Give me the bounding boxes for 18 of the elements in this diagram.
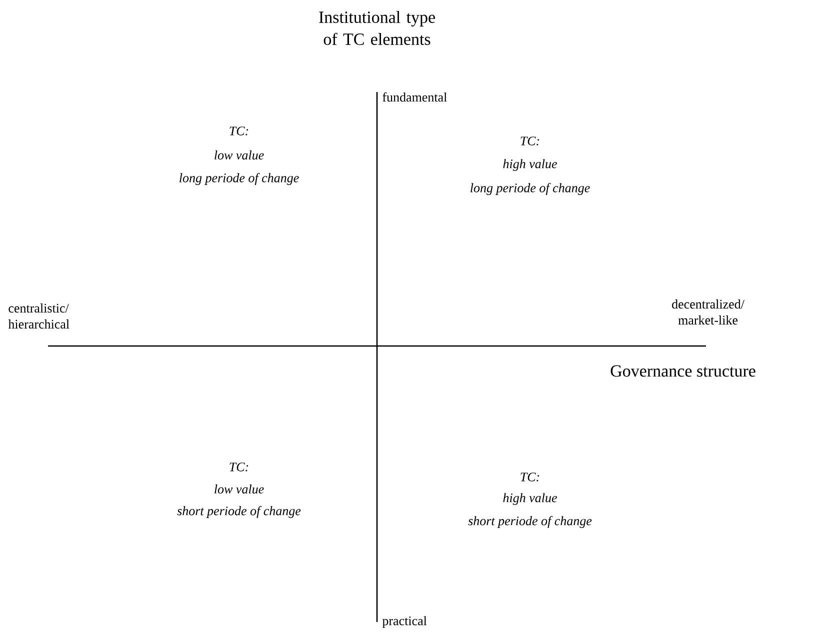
quadrant-text: high value: [503, 493, 557, 505]
quadrant-text: low value: [214, 484, 264, 494]
quadrant-text: short periode of change: [177, 506, 301, 518]
axis-end-label: decentralized/ market-like: [672, 299, 744, 325]
axis-title: Governance structure: [610, 365, 756, 377]
axis-end-label: centralistic/ hierarchical: [8, 303, 70, 329]
quadrant-text: short periode of change: [468, 516, 592, 528]
axis-title: Institutional type of TC elements: [319, 11, 435, 45]
axis-end-label: practical: [382, 616, 427, 628]
quadrant-text: TC:: [230, 462, 248, 472]
quadrant-text: long periode of change: [180, 173, 299, 185]
quadrant-text: high value: [503, 159, 557, 171]
axis-end-label: fundamental: [382, 92, 447, 102]
quadrant-text: TC:: [520, 472, 540, 482]
quadrant-text: TC:: [520, 136, 540, 146]
quadrant-text: TC:: [230, 126, 248, 136]
quadrant-text: long periode of change: [470, 183, 590, 195]
quadrant-text: low value: [214, 150, 264, 160]
